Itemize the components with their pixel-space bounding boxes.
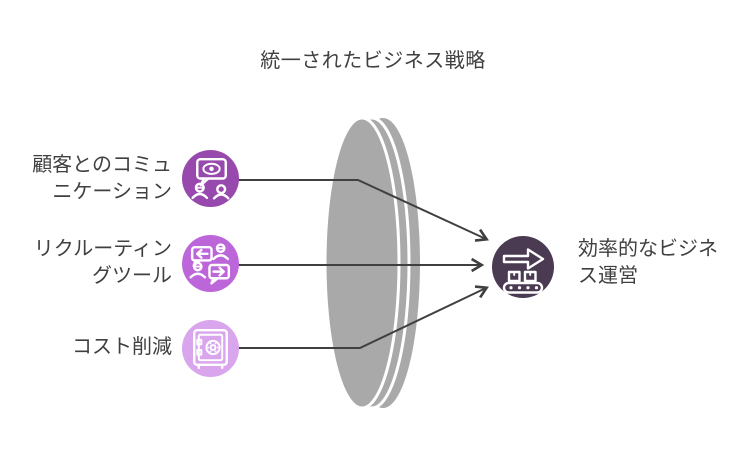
arrow-input-3 <box>238 285 489 349</box>
input-label-cost-reduction: コスト削減 <box>72 336 172 358</box>
arrow-input-1 <box>238 179 489 242</box>
conveyor-belt-arrow-icon <box>502 248 545 294</box>
chat-bubbles-arrows-people-icon <box>189 243 231 285</box>
input-label-customer-communication: 顧客とのコミュ ニケーション <box>32 154 172 203</box>
input-label-recruiting-tool: リクルーティン グツール <box>33 238 172 287</box>
page-title: 統一されたビジネス戦略 <box>260 50 486 72</box>
recruiting-chat-icon <box>182 235 239 292</box>
output-label-efficient-business: 効率的なビジネ ス運営 <box>578 238 718 287</box>
conveyor-arrow-icon <box>492 236 554 298</box>
safe-vault-icon <box>192 328 229 370</box>
eye-speech-bubble-people-icon <box>191 157 230 200</box>
lens-shape <box>323 116 420 410</box>
customer-communication-icon <box>182 150 239 207</box>
cost-saving-safe-icon <box>182 320 239 377</box>
